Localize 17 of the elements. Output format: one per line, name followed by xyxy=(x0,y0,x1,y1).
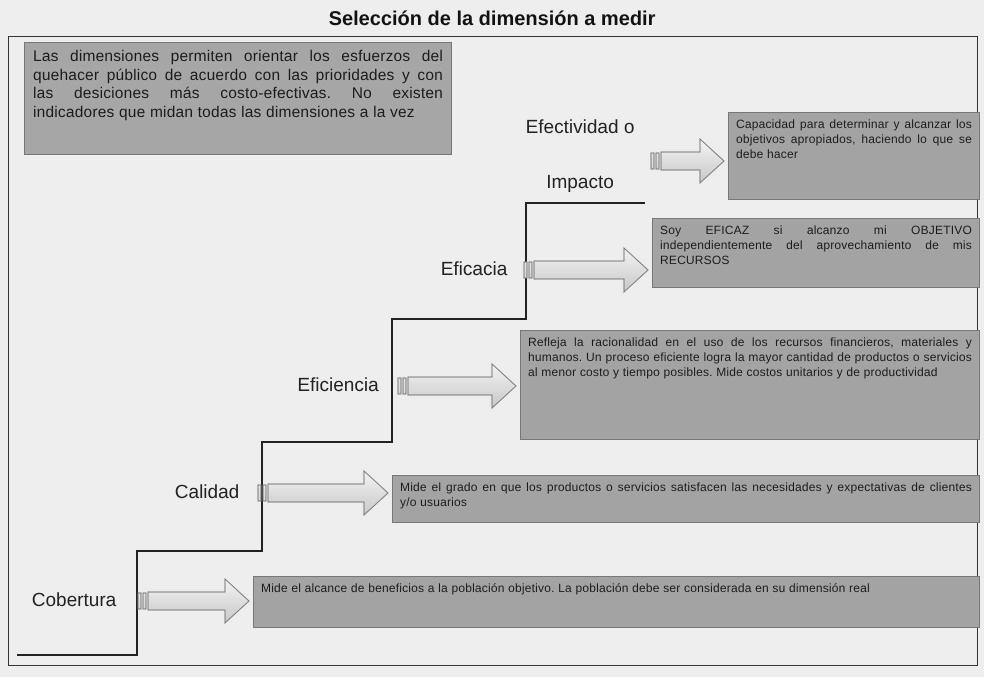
description-box: Mide el alcance de beneficios a la población objetivo. La población debe ser considerada en su dimensión real xyxy=(253,576,980,628)
diagram-title: Selección de la dimensión a medir xyxy=(328,8,656,31)
dimension-label: Eficacia xyxy=(440,258,508,282)
description-box: Soy EFICAZ si alcanzo mi OBJETIVO independientemente del aprovechamiento de mis RECURSOS xyxy=(652,218,980,288)
block-arrow xyxy=(524,246,649,294)
dimension-label: Cobertura xyxy=(32,590,116,612)
dimension-label: Calidad xyxy=(174,482,240,504)
description-box: Refleja la racionalidad en el uso de los recursos financieros, materiales y humanos. Un proceso eficiente logra la mayor cantidad de productos o servicios al menor costo y tiempo posibles. Mide costos unitarios y de productividad xyxy=(520,330,980,440)
block-arrow xyxy=(258,470,389,516)
description-box: Capacidad para determinar y alcanzar los objetivos apropiados, haciendo lo que se debe hacer xyxy=(728,112,980,200)
block-arrow xyxy=(398,362,517,410)
block-arrow xyxy=(138,578,250,624)
dimension-label: Efectividad o Impacto xyxy=(524,116,636,195)
block-arrow xyxy=(650,138,725,184)
intro-note-box: Las dimensiones permiten orientar los esfuerzos del quehacer público de acuerdo con las prioridades y con las desiciones más costo-efectivas. No existen indicadores que midan todas las dimensiones a la vez xyxy=(24,42,452,155)
description-box: Mide el grado en que los productos o servicios satisfacen las necesidades y expectativas de clientes y/o usuarios xyxy=(392,475,980,523)
dimension-label: Eficiencia xyxy=(297,374,379,398)
